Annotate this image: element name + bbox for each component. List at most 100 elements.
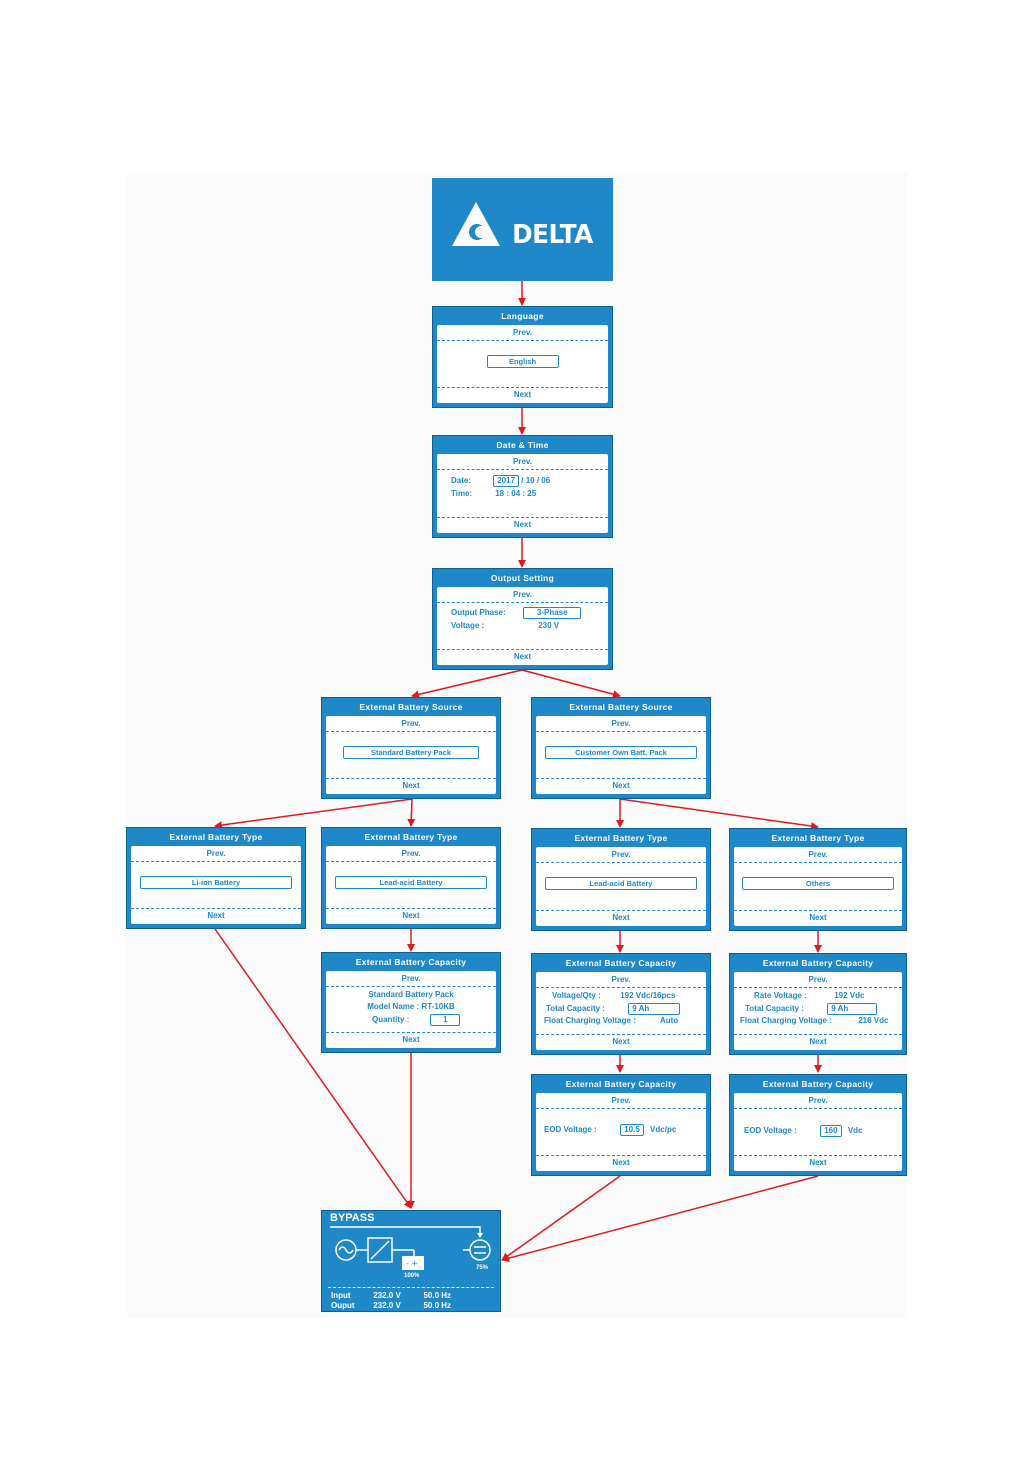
prev-button[interactable]: Prev.	[326, 847, 496, 862]
next-button[interactable]: Next	[734, 910, 902, 925]
output-label: Ouput	[331, 1301, 355, 1310]
next-button[interactable]: Next	[326, 778, 496, 793]
language-screen: Language Prev. English Next	[432, 306, 613, 408]
screen-content: Voltage/Qty : 192 Vdc/16pcs Total Capaci…	[536, 989, 706, 1033]
prev-button[interactable]: Prev.	[326, 717, 496, 732]
screen-content: Customer Own Batt. Pack	[536, 733, 706, 777]
battery-type-option[interactable]: Lead-acid Battery	[335, 876, 487, 889]
prev-button[interactable]: Prev.	[536, 848, 706, 863]
svg-text:- +: - +	[406, 1259, 418, 1268]
voltage-label: Voltage :	[451, 621, 485, 630]
bypass-status-screen: BYPASS - + 100% 75%	[321, 1210, 501, 1312]
prev-button[interactable]: Prev.	[536, 973, 706, 988]
screen-body: Prev. EOD Voltage : 160 Vdc Next	[734, 1093, 902, 1171]
voltage-qty-value: 192 Vdc/16pcs	[620, 991, 676, 1000]
output-voltage: 232.0 V	[373, 1301, 401, 1310]
date-label: Date:	[451, 476, 472, 486]
time-value[interactable]: 18 : 04 : 25	[495, 489, 537, 498]
screen-title: External Battery Type	[771, 833, 865, 843]
screen-body: Prev. Rate Voltage : 192 Vdc Total Capac…	[734, 972, 902, 1050]
prev-button[interactable]: Prev.	[734, 848, 902, 863]
screen-content: English	[437, 342, 608, 386]
power-flow-diagram: - +	[330, 1226, 491, 1270]
screen-title: External Battery Source	[359, 702, 463, 712]
prev-button[interactable]: Prev.	[131, 847, 301, 862]
prev-button[interactable]: Prev.	[536, 717, 706, 732]
delta-logo-screen: DELTA	[432, 178, 613, 281]
language-option[interactable]: English	[486, 355, 559, 368]
screen-body: Prev. Others Next	[734, 847, 902, 926]
input-frequency: 50.0 Hz	[423, 1291, 452, 1300]
float-charging-label: Float Charging Voltage :	[740, 1016, 832, 1025]
screen-title: External Battery Type	[169, 832, 263, 842]
bypass-title: BYPASS	[330, 1212, 375, 1224]
screen-content: Standard Battery Pack Model Name : RT-10…	[326, 988, 496, 1031]
screen-body: Prev. Lead-acid Battery Next	[536, 847, 706, 926]
next-button[interactable]: Next	[437, 517, 608, 532]
screen-body: Prev. Standard Battery Pack Model Name :…	[326, 971, 496, 1048]
delta-triangle-icon	[452, 202, 500, 246]
screen-body: Prev. Li-ion Battery Next	[131, 846, 301, 924]
output-phase-field[interactable]: 3-Phase	[523, 607, 582, 619]
prev-button[interactable]: Prev.	[536, 1094, 706, 1109]
voltage-qty-label: Voltage/Qty :	[552, 991, 601, 1000]
battery-source-option[interactable]: Standard Battery Pack	[343, 746, 479, 759]
prev-button[interactable]: Prev.	[734, 973, 902, 988]
prev-button[interactable]: Prev.	[437, 588, 608, 603]
eod-voltage-screen-others: External Battery Capacity Prev. EOD Volt…	[729, 1074, 907, 1176]
load-icon	[469, 1239, 491, 1261]
input-voltage: 232.0 V	[373, 1291, 401, 1300]
screen-content: Li-ion Battery	[131, 863, 301, 907]
next-button[interactable]: Next	[326, 908, 496, 923]
next-button[interactable]: Next	[326, 1032, 496, 1047]
screen-title: External Battery Type	[364, 832, 458, 842]
screen-content: Others	[734, 864, 902, 909]
eod-voltage-unit: Vdc/pc	[650, 1125, 677, 1135]
model-name: Model Name : RT-10KB	[367, 1002, 455, 1011]
next-button[interactable]: Next	[437, 387, 608, 402]
next-button[interactable]: Next	[536, 1034, 706, 1049]
battery-type-screen-li-ion: External Battery Type Prev. Li-ion Batte…	[126, 827, 306, 929]
year-field[interactable]: 2017	[493, 475, 520, 487]
screen-title: External Battery Capacity	[762, 1079, 874, 1089]
eod-voltage-screen-lead-acid: External Battery Capacity Prev. EOD Volt…	[531, 1074, 711, 1176]
prev-button[interactable]: Prev.	[437, 455, 608, 470]
next-button[interactable]: Next	[536, 778, 706, 793]
battery-pack-name: Standard Battery Pack	[368, 990, 454, 999]
screen-title: External Battery Capacity	[355, 957, 467, 967]
battery-type-screen-others: External Battery Type Prev. Others Next	[729, 828, 907, 931]
next-button[interactable]: Next	[437, 649, 608, 664]
eod-voltage-label: EOD Voltage :	[544, 1125, 597, 1135]
date-time-screen: Date & Time Prev. Date: 2017 / 10 / 06 T…	[432, 435, 613, 538]
total-capacity-field[interactable]: 9 Ah	[827, 1003, 878, 1015]
battery-type-option[interactable]: Lead-acid Battery	[545, 877, 697, 890]
prev-button[interactable]: Prev.	[326, 972, 496, 987]
prev-button[interactable]: Prev.	[734, 1094, 902, 1109]
screen-body: Prev. Customer Own Batt. Pack Next	[536, 716, 706, 794]
battery-source-option[interactable]: Customer Own Batt. Pack	[545, 746, 697, 759]
battery-type-screen-lead-acid-customer: External Battery Type Prev. Lead-acid Ba…	[531, 828, 711, 931]
next-button[interactable]: Next	[734, 1155, 902, 1170]
eod-voltage-field[interactable]: 10.5	[620, 1124, 644, 1136]
output-frequency: 50.0 Hz	[423, 1301, 452, 1310]
screen-content: Lead-acid Battery	[536, 864, 706, 909]
total-capacity-field[interactable]: 9 Ah	[628, 1003, 681, 1015]
battery-type-option[interactable]: Li-ion Battery	[140, 876, 292, 889]
eod-voltage-unit: Vdc	[847, 1126, 863, 1136]
eod-voltage-field[interactable]: 160	[820, 1125, 842, 1137]
total-capacity-label: Total Capacity :	[745, 1004, 804, 1014]
screen-title: External Battery Capacity	[762, 958, 874, 968]
battery-type-option[interactable]: Others	[742, 877, 894, 890]
next-button[interactable]: Next	[536, 1155, 706, 1170]
input-label: Input	[331, 1291, 351, 1300]
float-charging-value: Auto	[659, 1016, 679, 1025]
rate-voltage-value: 192 Vdc	[834, 991, 865, 1000]
next-button[interactable]: Next	[131, 908, 301, 923]
quantity-field[interactable]: 1	[430, 1014, 461, 1026]
prev-button[interactable]: Prev.	[437, 326, 608, 341]
next-button[interactable]: Next	[536, 910, 706, 925]
battery-capacity-screen-standard: External Battery Capacity Prev. Standard…	[321, 952, 501, 1053]
next-button[interactable]: Next	[734, 1034, 902, 1049]
battery-source-screen-standard: External Battery Source Prev. Standard B…	[321, 697, 501, 799]
